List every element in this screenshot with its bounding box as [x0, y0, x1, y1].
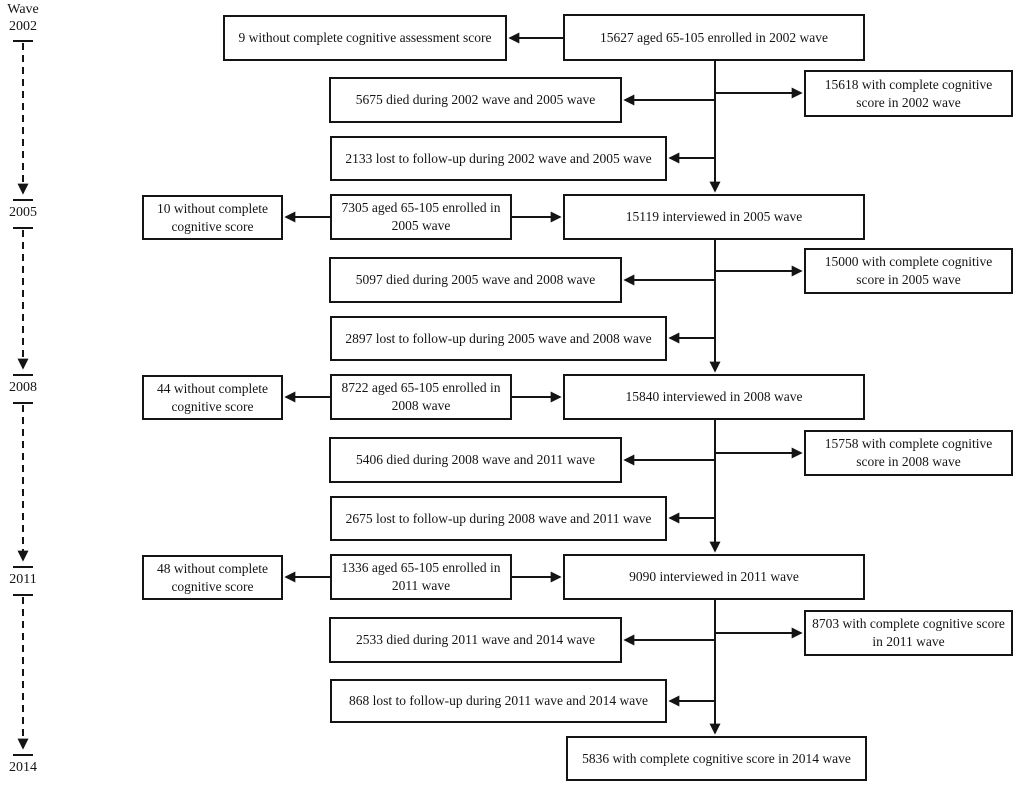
flow-arrows: [284, 32, 803, 735]
box-enrolled-2011: 1336 aged 65-105 enrolled in 2011 wave: [330, 554, 512, 600]
box-interviewed-2011: 9090 interviewed in 2011 wave: [563, 554, 865, 600]
box-enrolled-2005: 7305 aged 65-105 enrolled in 2005 wave: [330, 194, 512, 240]
box-enrolled-2008: 8722 aged 65-105 enrolled in 2008 wave: [330, 374, 512, 420]
box-died-2011-2014: 2533 died during 2011 wave and 2014 wave: [329, 617, 622, 663]
box-excluded-2008: 44 without complete cognitive score: [142, 375, 283, 420]
box-interviewed-2008: 15840 interviewed in 2008 wave: [563, 374, 865, 420]
box-interviewed-2005: 15119 interviewed in 2005 wave: [563, 194, 865, 240]
timeline-year-2005: 2005: [9, 205, 37, 220]
box-lost-2002-2005: 2133 lost to follow-up during 2002 wave …: [330, 136, 667, 181]
box-excluded-2011: 48 without complete cognitive score: [142, 555, 283, 600]
box-died-2005-2008: 5097 died during 2005 wave and 2008 wave: [329, 257, 622, 303]
box-complete-2005: 15000 with complete cognitive score in 2…: [804, 248, 1013, 294]
box-died-2008-2011: 5406 died during 2008 wave and 2011 wave: [329, 437, 622, 483]
box-lost-2008-2011: 2675 lost to follow-up during 2008 wave …: [330, 496, 667, 541]
timeline-year-2002: 2002: [9, 19, 37, 34]
box-excluded-2002: 9 without complete cognitive assessment …: [223, 15, 507, 61]
timeline-year-2008: 2008: [9, 380, 37, 395]
timeline-axis: [13, 40, 33, 756]
timeline-axis-label: Wave: [7, 2, 39, 17]
box-complete-2008: 15758 with complete cognitive score in 2…: [804, 430, 1013, 476]
timeline-year-2014: 2014: [9, 760, 37, 775]
box-complete-2011: 8703 with complete cognitive score in 20…: [804, 610, 1013, 656]
box-complete-2002: 15618 with complete cognitive score in 2…: [804, 70, 1013, 117]
box-enrolled-2002: 15627 aged 65-105 enrolled in 2002 wave: [563, 14, 865, 61]
box-complete-2014: 5836 with complete cognitive score in 20…: [566, 736, 867, 781]
box-excluded-2005: 10 without complete cognitive score: [142, 195, 283, 240]
timeline-year-2011: 2011: [9, 572, 37, 587]
box-lost-2005-2008: 2897 lost to follow-up during 2005 wave …: [330, 316, 667, 361]
box-died-2002-2005: 5675 died during 2002 wave and 2005 wave: [329, 77, 622, 123]
box-lost-2011-2014: 868 lost to follow-up during 2011 wave a…: [330, 679, 667, 723]
